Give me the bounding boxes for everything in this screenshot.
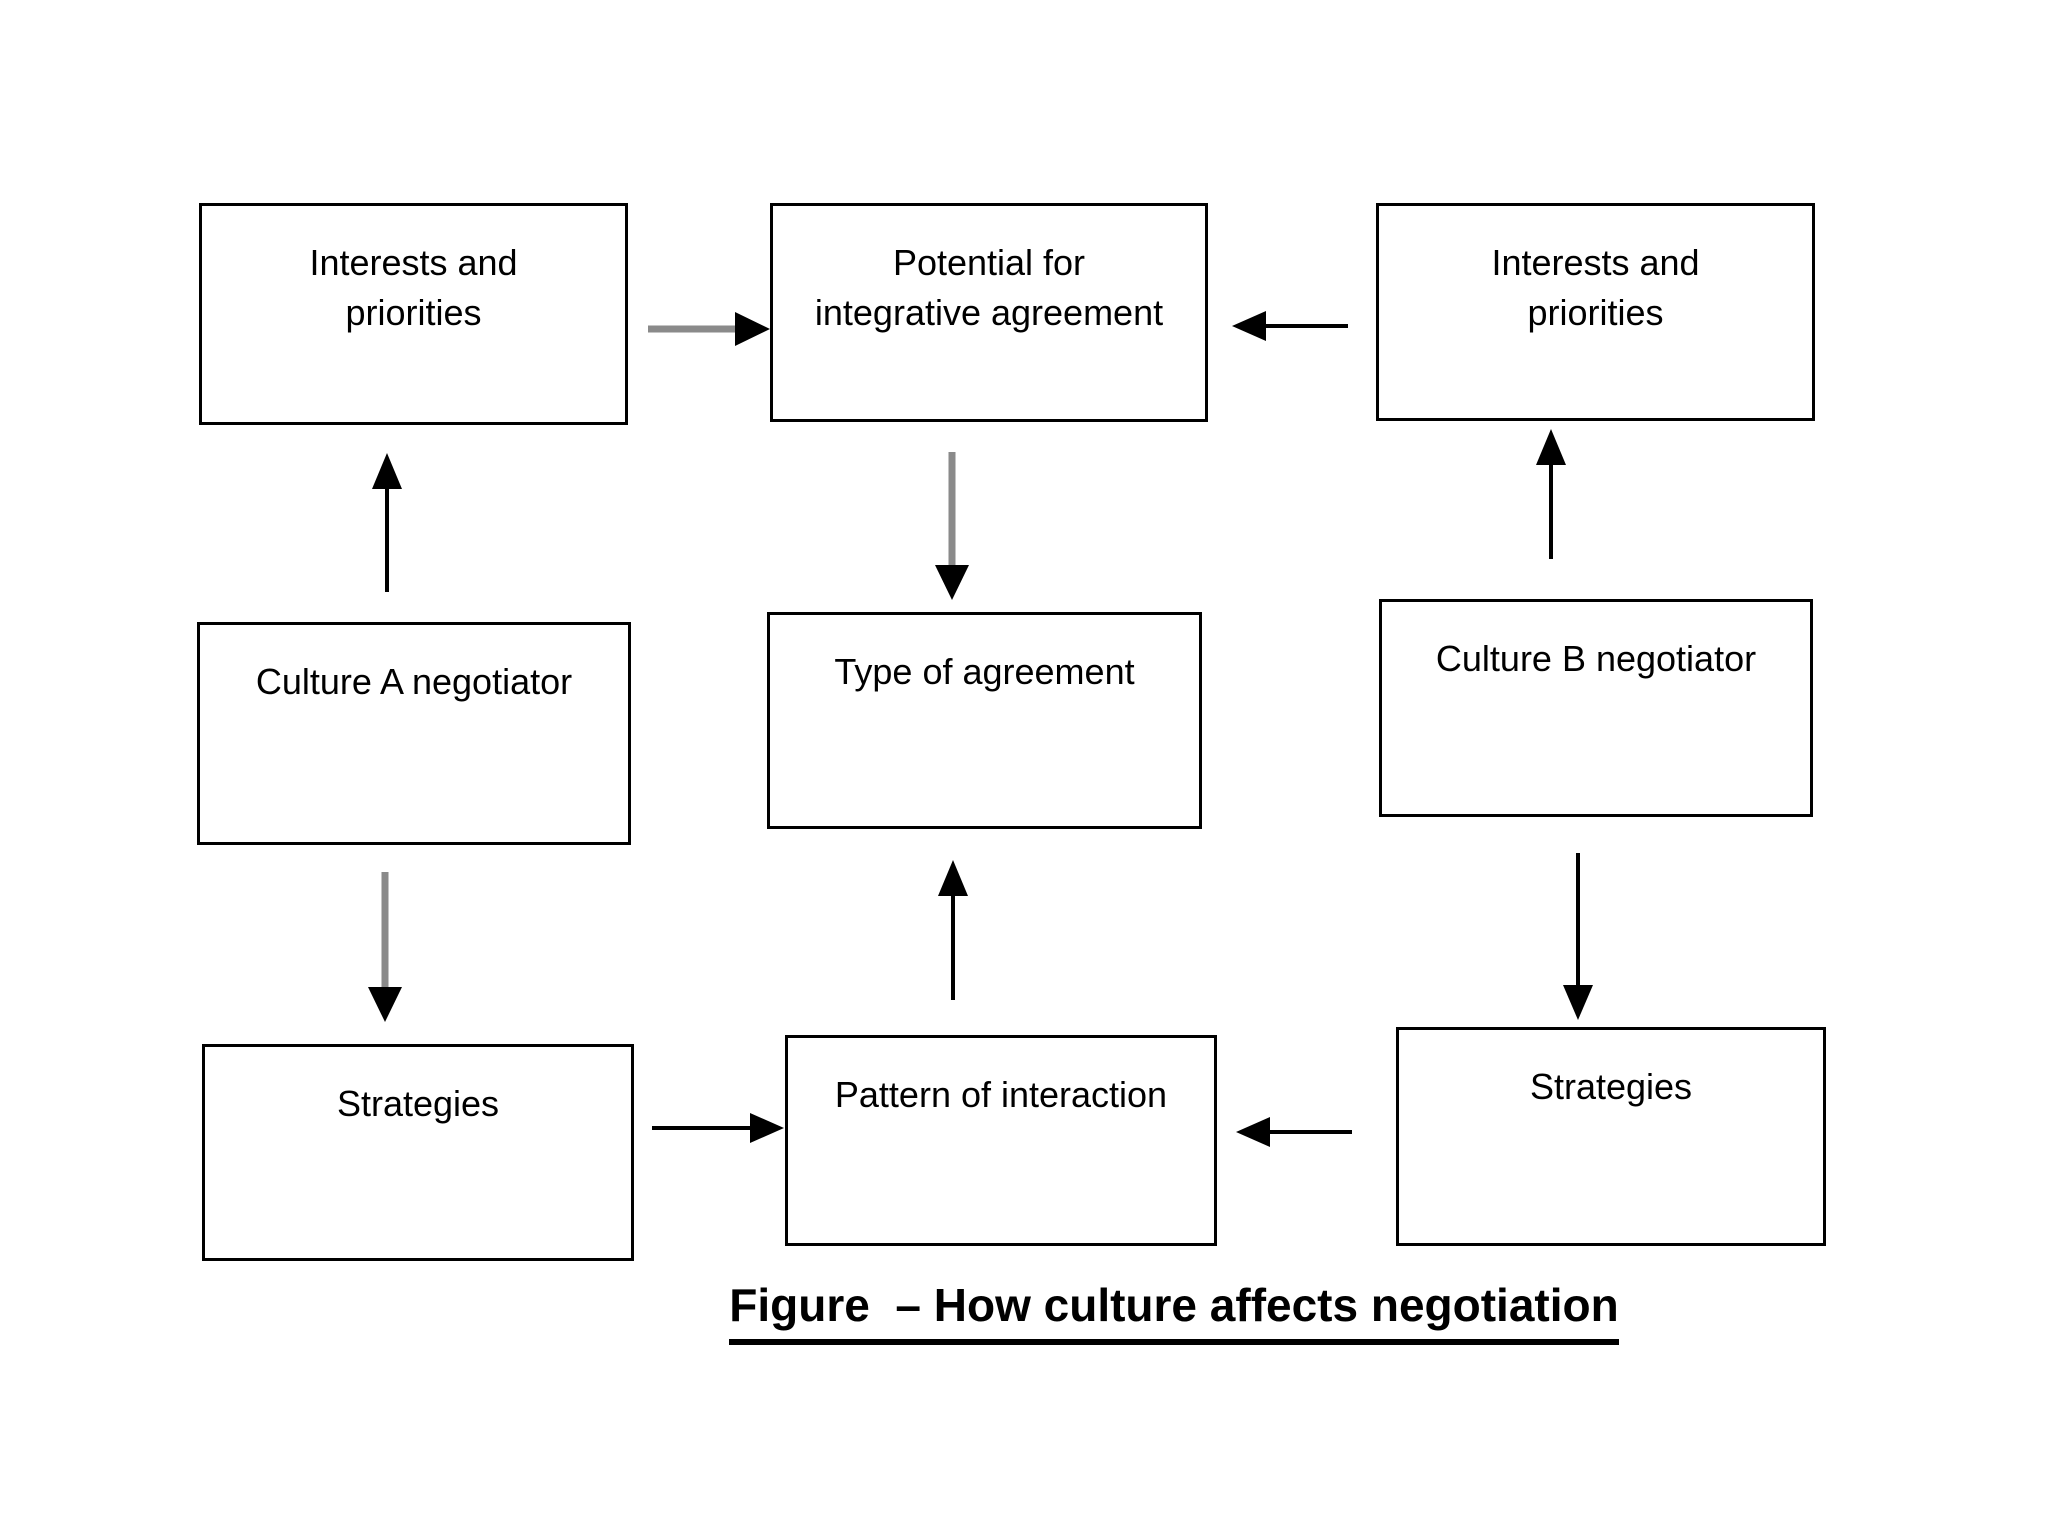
box-strategies-a: Strategies — [202, 1044, 634, 1261]
arrowhead-right-icon — [750, 1113, 784, 1143]
arrowhead-down-icon — [935, 565, 969, 600]
label-line: integrative agreement — [814, 292, 1164, 333]
box-culture-b-negotiator-label: Culture B negotiator — [1382, 602, 1810, 684]
arrow-strategies-a-to-pattern — [652, 1113, 784, 1143]
box-culture-a-negotiator: Culture A negotiator — [197, 622, 631, 845]
label-line: Culture B negotiator — [1435, 638, 1757, 679]
arrow-strategies-b-to-pattern — [1236, 1117, 1352, 1147]
box-interests-a: Interests and priorities — [199, 203, 628, 425]
arrow-interests-a-to-potential — [648, 312, 770, 346]
arrowhead-up-icon — [372, 453, 402, 489]
box-strategies-b-label: Strategies — [1399, 1030, 1823, 1112]
box-type-of-agreement: Type of agreement — [767, 612, 1202, 829]
arrowhead-down-icon — [1563, 985, 1593, 1020]
arrowhead-left-icon — [1236, 1117, 1270, 1147]
label-line: Culture A negotiator — [255, 661, 573, 702]
label-line: Pattern of interaction — [834, 1074, 1168, 1115]
label-line: Type of agreement — [834, 651, 1135, 692]
label-line: Interests and — [309, 242, 518, 283]
arrow-pattern-to-type-of-agreement — [938, 860, 968, 1000]
arrow-culture-a-to-strategies-a — [368, 872, 402, 1022]
arrowhead-down-icon — [368, 987, 402, 1022]
arrow-potential-to-type-of-agreement — [935, 452, 969, 600]
box-type-of-agreement-label: Type of agreement — [770, 615, 1199, 697]
figure-caption-text: Figure – How culture affects negotiation — [729, 1278, 1619, 1345]
label-line: Interests and — [1491, 242, 1700, 283]
label-line: Strategies — [336, 1083, 500, 1124]
label-line: priorities — [345, 292, 482, 333]
label-line: Strategies — [1529, 1066, 1693, 1107]
arrow-interests-b-to-potential — [1232, 311, 1348, 341]
label-line: priorities — [1527, 292, 1664, 333]
box-pattern-of-interaction-label: Pattern of interaction — [788, 1038, 1214, 1120]
box-pattern-of-interaction: Pattern of interaction — [785, 1035, 1217, 1246]
arrow-culture-b-to-strategies-b — [1563, 853, 1593, 1020]
box-interests-b: Interests and priorities — [1376, 203, 1815, 421]
arrowhead-left-icon — [1232, 311, 1266, 341]
box-strategies-a-label: Strategies — [205, 1047, 631, 1129]
box-strategies-b: Strategies — [1396, 1027, 1826, 1246]
arrow-culture-b-to-interests-b — [1536, 429, 1566, 559]
box-interests-b-label: Interests and priorities — [1379, 206, 1812, 338]
arrowhead-right-icon — [735, 312, 770, 346]
box-potential-integrative: Potential for integrative agreement — [770, 203, 1208, 422]
box-culture-a-negotiator-label: Culture A negotiator — [200, 625, 628, 707]
figure-caption: Figure – How culture affects negotiation — [524, 1278, 1824, 1345]
arrowhead-up-icon — [938, 860, 968, 896]
arrowhead-up-icon — [1536, 429, 1566, 465]
arrow-culture-a-to-interests-a — [372, 453, 402, 592]
label-line: Potential for — [892, 242, 1086, 283]
box-interests-a-label: Interests and priorities — [202, 206, 625, 338]
box-culture-b-negotiator: Culture B negotiator — [1379, 599, 1813, 817]
box-potential-integrative-label: Potential for integrative agreement — [773, 206, 1205, 338]
